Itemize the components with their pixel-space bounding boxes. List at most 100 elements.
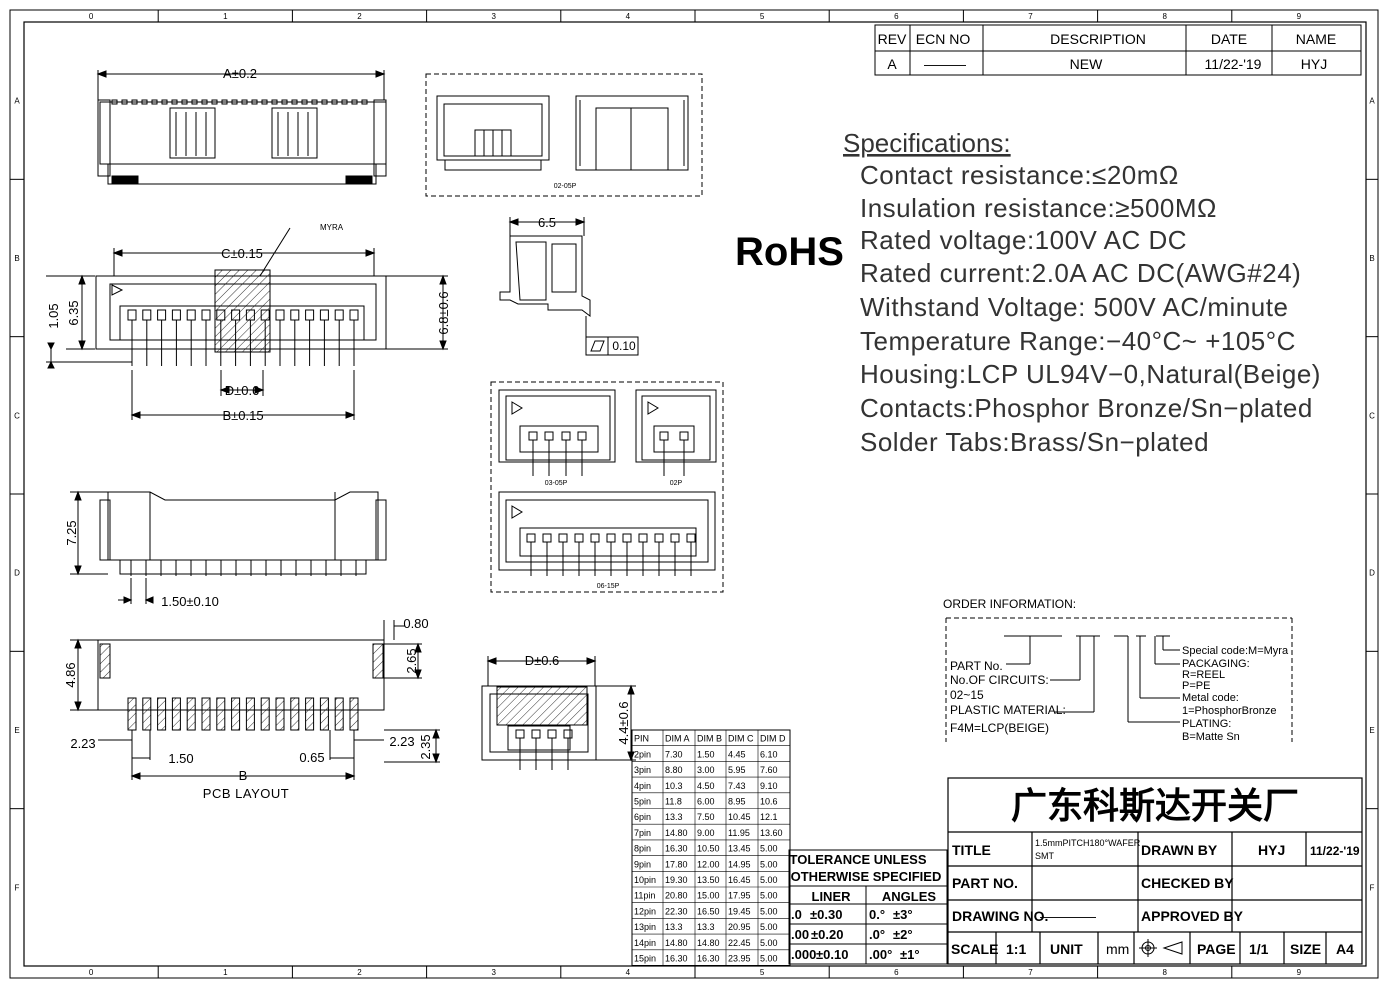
pin-table-cell: 15.00 [697, 891, 720, 901]
spec-line: Housing:LCP UL94V−0,Natural(Beige) [860, 359, 1321, 389]
checked-label: CHECKED BY [1141, 875, 1234, 891]
frame-row-label: C [14, 411, 20, 420]
pin-table-header: DIM D [760, 734, 786, 744]
frame-col-label: 8 [1162, 12, 1167, 21]
pin-table-cell: 13.3 [665, 922, 683, 932]
unit-label: UNIT [1050, 941, 1083, 957]
pin-table-cell: 9.10 [760, 781, 778, 791]
pin-table-cell: 3pin [634, 765, 651, 775]
dim-1-50-pitch: 1.50±0.10 [161, 594, 219, 609]
front-view-2 [70, 490, 387, 604]
spec-line: Insulation resistance:≥500MΩ [860, 193, 1217, 223]
frame-col-label: 0 [89, 968, 94, 977]
tol-angle-value: ±3° [893, 907, 913, 922]
pin-table-cell: 14pin [634, 938, 656, 948]
pin-table-cell: 19.45 [728, 906, 751, 916]
order-packaging: PACKAGING: [1182, 658, 1250, 670]
frame-row-label: C [1369, 411, 1375, 420]
frame-col-label: 2 [357, 12, 362, 21]
pin-table-cell: 9pin [634, 859, 651, 869]
pin-table-cell: 11.8 [665, 797, 682, 807]
liner-header: LINER [812, 889, 852, 904]
pin-table-cell: 5.00 [760, 844, 778, 854]
myra-hatch [214, 269, 588, 726]
order-circuits: No.OF CIRCUITS: [950, 673, 1049, 687]
dim-a: A±0.2 [223, 66, 257, 81]
tol-liner-key: .000 [791, 947, 816, 962]
pin-table-cell: 17.80 [665, 859, 688, 869]
order-plating: PLATING: [1182, 718, 1231, 730]
pin-table-cell: 16.30 [697, 954, 720, 964]
view-label-03-05p: 03-05P [545, 480, 568, 487]
revision-table: REV ECN NO DESCRIPTION DATE NAME A ——— N… [874, 24, 1362, 76]
order-metal-value: 1=PhosphorBronze [1182, 705, 1276, 717]
tol-liner-key: .00 [791, 927, 809, 942]
tol-liner-value: ±0.20 [811, 927, 843, 942]
dim-0-65: 0.65 [299, 750, 324, 765]
dim-2-35: 2.35 [418, 734, 433, 759]
pin-table-cell: 5.95 [728, 765, 746, 775]
pin-table-cell: 6.00 [697, 797, 715, 807]
pin-table-cell: 5.00 [760, 875, 778, 885]
frame-row-label: A [14, 97, 20, 106]
frame-row-label: F [1370, 883, 1375, 892]
pin-table-cell: 12pin [634, 906, 656, 916]
dim-myra: MYRA [320, 223, 344, 232]
dim-2-65: 2.65 [404, 648, 419, 673]
dim-6-35: 6.35 [66, 300, 81, 325]
pin-table-cell: 7.30 [665, 749, 683, 759]
frame-col-label: 9 [1297, 12, 1302, 21]
order-reel: R=REEL [1182, 669, 1225, 681]
description-header: DESCRIPTION [1050, 31, 1146, 47]
tolerance-line-2: OTHERWISE SPECIFIED [791, 869, 942, 884]
dim-6-8: 6.8±0.6 [436, 291, 451, 334]
title-block: 广东科斯达开关厂 TITLE 1.5mmPITCH180°WAFER SMT D… [947, 777, 1363, 965]
pin-table-cell: 8.95 [728, 797, 746, 807]
pin-table-cell: 16.30 [665, 954, 688, 964]
dim-d-small: D±0.6 [525, 653, 560, 668]
pin-table-cell: 3.00 [697, 765, 715, 775]
pcb-layout [70, 620, 440, 780]
date-value: 11/22-'19 [1205, 56, 1262, 72]
pin-table-cell: 12.00 [697, 859, 720, 869]
frame-col-label: 9 [1297, 968, 1302, 977]
pin-table-cell: 10.45 [728, 812, 751, 822]
rev-header: REV [878, 31, 907, 47]
dim-2-23-left: 2.23 [70, 736, 95, 751]
pin-table-cell: 5.00 [760, 938, 778, 948]
pin-table-cell: 12.1 [760, 812, 778, 822]
pin-table-cell: 13.60 [760, 828, 783, 838]
title-label: TITLE [952, 842, 991, 858]
frame-row-label: B [1369, 254, 1374, 263]
projection-symbol-icon [1139, 939, 1183, 957]
view-label-02-05p: 02-05P [554, 183, 577, 190]
small-view [481, 656, 636, 770]
title-value: 1.5mmPITCH180°WAFER [1035, 838, 1141, 848]
pin-table-cell: 14.80 [665, 828, 688, 838]
order-information: ORDER INFORMATION: PART No. No.OF CIRCUI… [943, 597, 1293, 743]
frame-row-label: A [1369, 97, 1375, 106]
pin-table-cell: 5.00 [760, 922, 778, 932]
pin-table-cell: 5.00 [760, 954, 778, 964]
pin-table-cell: 16.45 [728, 875, 751, 885]
pin-table-cell: 14.95 [728, 859, 751, 869]
drawn-date: 11/22-'19 [1310, 844, 1360, 858]
tolerance-table: TOLERANCE UNLESS OTHERWISE SPECIFIED LIN… [788, 849, 948, 965]
title-value: SMT [1035, 851, 1055, 861]
pin-table-cell: 10.6 [760, 797, 778, 807]
drawing-no-label: DRAWING NO. [952, 908, 1048, 924]
pin-table-cell: 22.45 [728, 938, 751, 948]
frame-col-label: 4 [626, 12, 631, 21]
order-metal: Metal code: [1182, 692, 1239, 704]
frame-row-label: B [14, 254, 19, 263]
view-label-06-15p: 06-15P [597, 583, 620, 590]
spec-heading: Specifications: [843, 128, 1011, 158]
ecn-header: ECN NO [916, 31, 971, 47]
pin-table-cell: 5pin [634, 797, 651, 807]
frame-col-label: 6 [894, 12, 899, 21]
size-label: SIZE [1290, 941, 1321, 957]
approved-label: APPROVED BY [1141, 908, 1244, 924]
rohs-mark: RoHS [735, 230, 844, 274]
frame-col-label: 7 [1028, 12, 1033, 21]
